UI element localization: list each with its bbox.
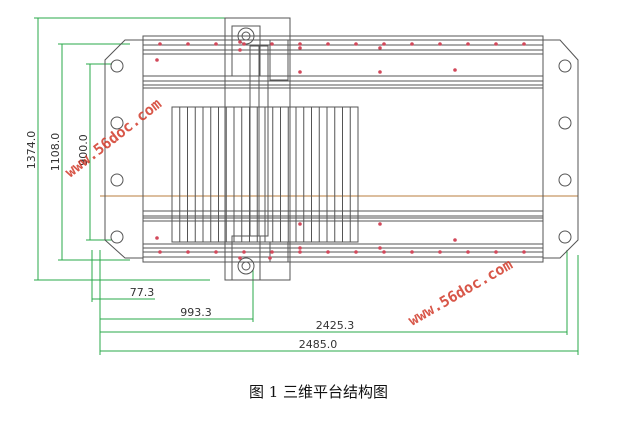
bolt-marker: [298, 250, 302, 254]
dim-width-inner: 2425.3: [316, 319, 355, 332]
bolt-marker: [242, 250, 246, 254]
watermark-lower: www.56doc.com: [405, 255, 516, 329]
bolt-marker: [155, 58, 159, 62]
bolt-marker: [186, 250, 190, 254]
platform-frame: [104, 35, 579, 263]
bellows-cover: [171, 106, 359, 243]
dim-width-total: 2485.0: [299, 338, 338, 351]
bolt-marker: [354, 250, 358, 254]
bolt-marker: [326, 42, 330, 46]
dim-height-frame: 1108.0: [49, 133, 62, 172]
bolt-marker: [378, 246, 382, 250]
bolt-marker: [494, 250, 498, 254]
bolt-marker: [238, 256, 242, 260]
bolt-marker: [438, 42, 442, 46]
bolt-marker: [494, 42, 498, 46]
bolt-marker: [438, 250, 442, 254]
bolt-marker: [382, 250, 386, 254]
dimension-lines: [34, 17, 579, 355]
dim-height-total: 1374.0: [25, 131, 38, 170]
bolt-marker: [378, 70, 382, 74]
dim-height-inner: 900.0: [77, 134, 90, 166]
bolt-marker: [158, 42, 162, 46]
figure-caption: 图 1 三维平台结构图: [248, 383, 389, 401]
bolt-marker: [298, 70, 302, 74]
bolt-marker: [522, 42, 526, 46]
bolt-marker: [238, 48, 242, 52]
bolt-marker: [522, 250, 526, 254]
bolt-markers: [155, 40, 526, 260]
bolt-marker: [326, 250, 330, 254]
bolt-marker: [378, 222, 382, 226]
bolt-marker: [298, 46, 302, 50]
bolt-marker: [298, 246, 302, 250]
dim-offset-left: 77.3: [130, 286, 155, 299]
bolt-marker: [268, 256, 272, 260]
bolt-marker: [410, 42, 414, 46]
bolt-marker: [298, 222, 302, 226]
bolt-marker: [270, 42, 274, 46]
bolt-marker: [410, 250, 414, 254]
bolt-marker: [155, 236, 159, 240]
structure-drawing: 2485.0 2425.3 993.3 77.3 1374.0 1108.0 9…: [25, 17, 579, 355]
bolt-marker: [298, 42, 302, 46]
bolt-marker: [378, 46, 382, 50]
bolt-marker: [466, 250, 470, 254]
bolt-marker: [453, 238, 457, 242]
bolt-marker: [354, 42, 358, 46]
dim-offset-mid: 993.3: [180, 306, 212, 319]
bolt-marker: [214, 250, 218, 254]
bolt-marker: [270, 250, 274, 254]
bolt-marker: [382, 42, 386, 46]
bolt-marker: [242, 42, 246, 46]
bolt-marker: [466, 42, 470, 46]
bolt-marker: [214, 42, 218, 46]
bolt-marker: [453, 68, 457, 72]
bolt-marker: [186, 42, 190, 46]
bolt-marker: [238, 40, 242, 44]
bolt-marker: [158, 250, 162, 254]
